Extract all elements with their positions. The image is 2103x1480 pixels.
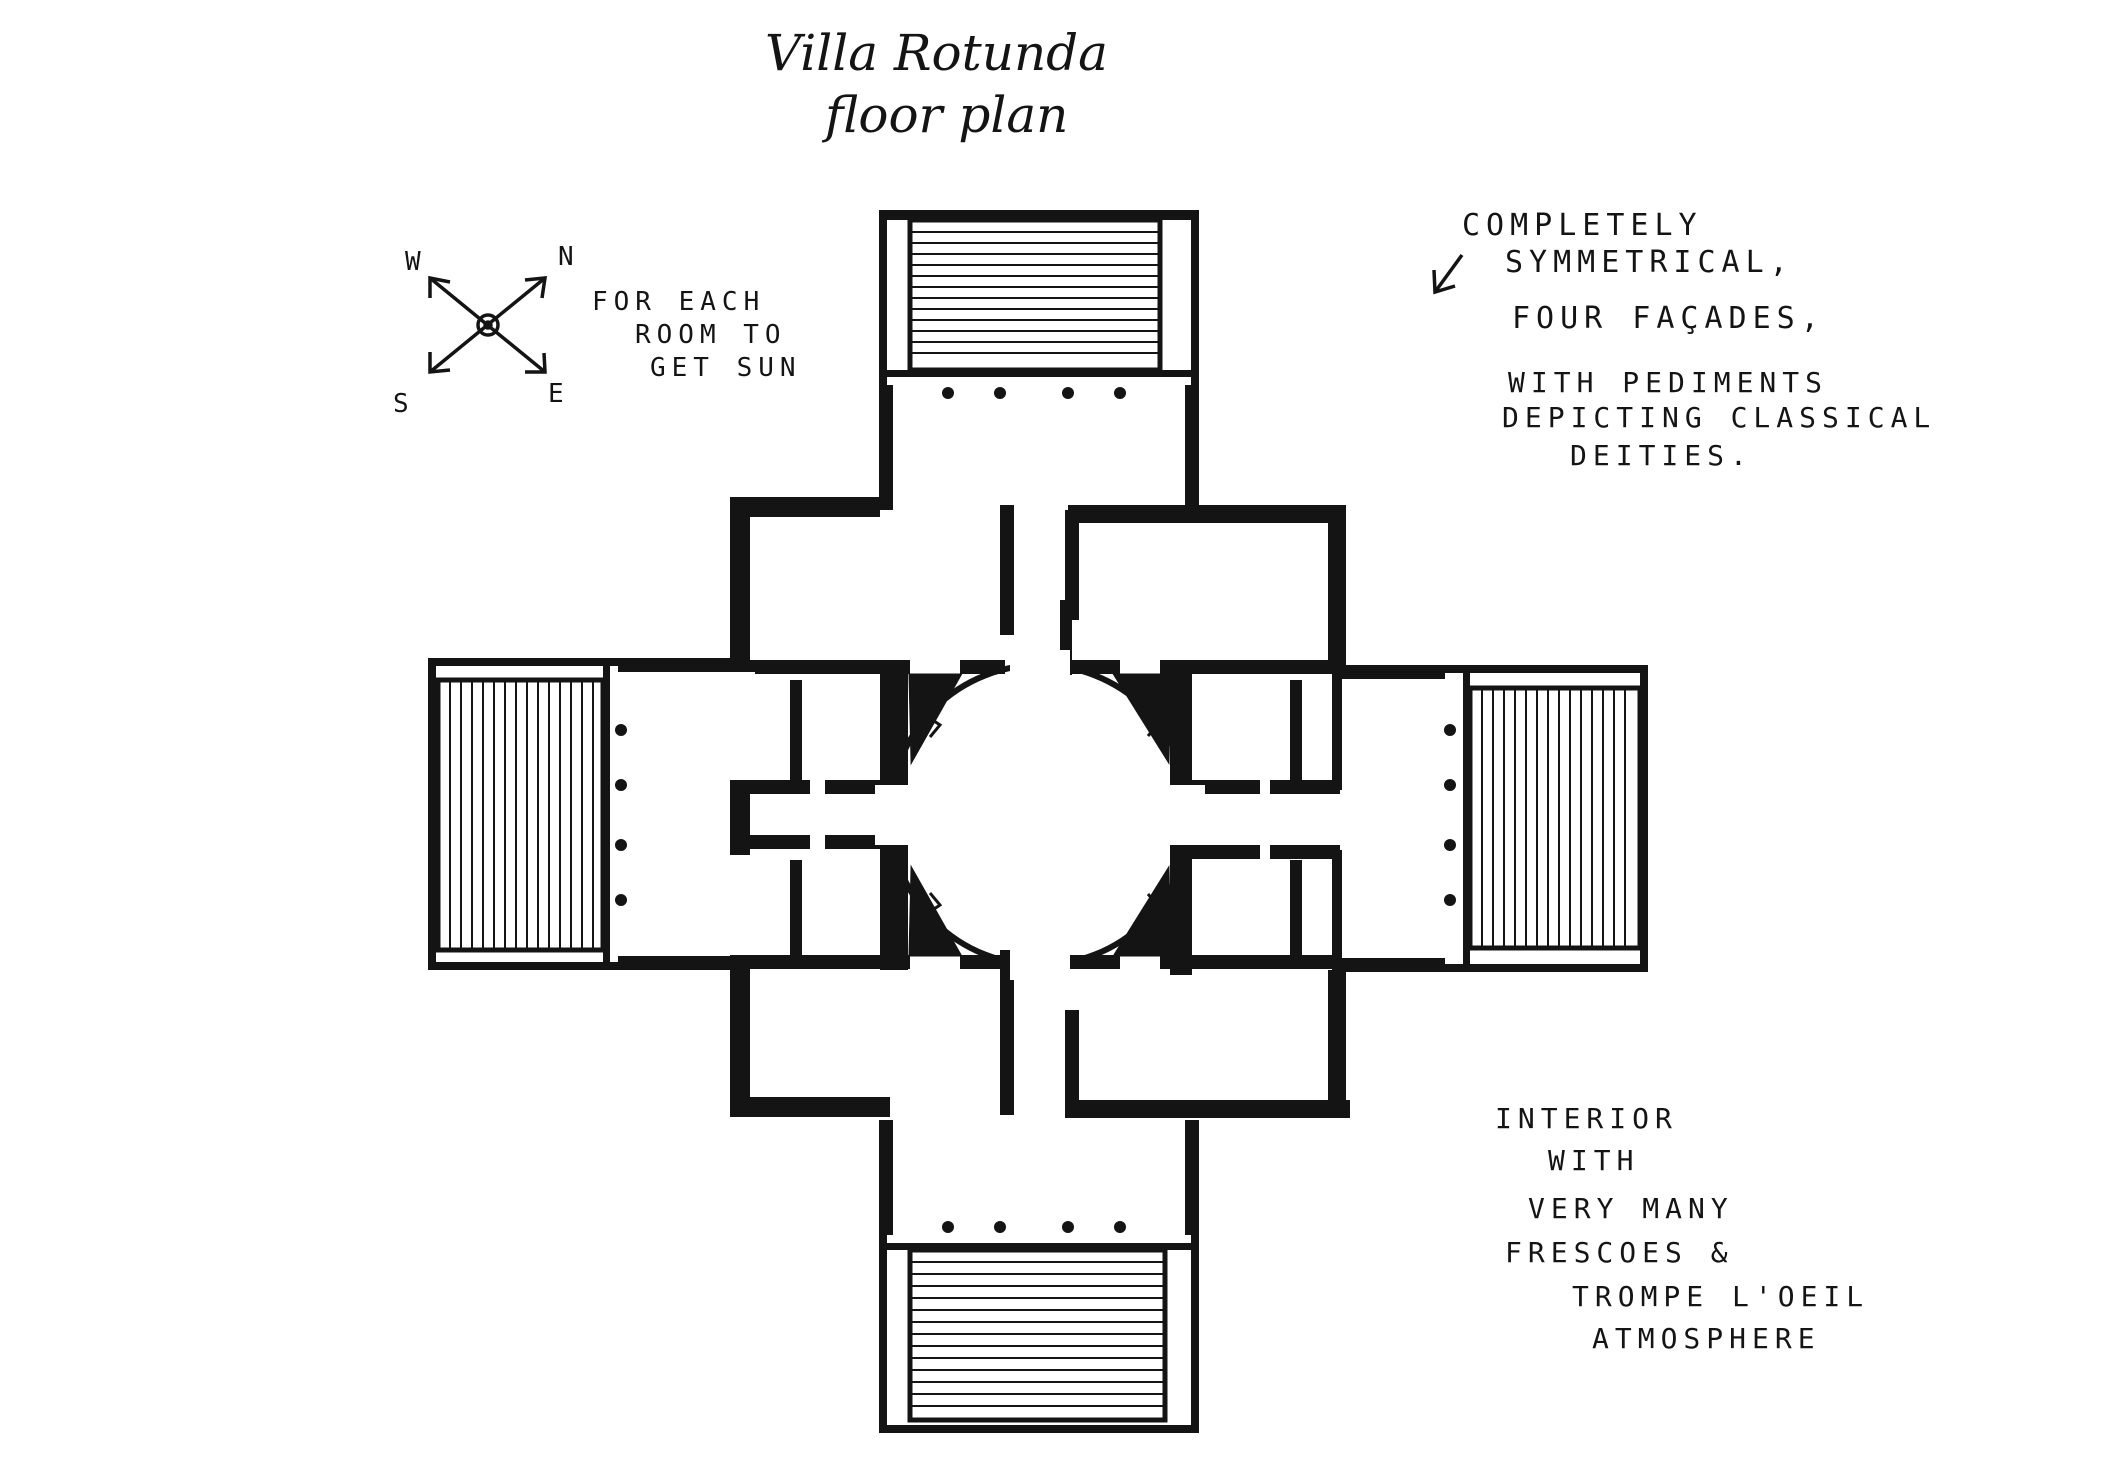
rotunda: [875, 650, 1205, 980]
portico-east: [1335, 665, 1648, 972]
columns-south: [942, 1221, 1126, 1233]
symmetry-note-line-3: FOUR FAÇADES,: [1512, 301, 1825, 336]
compass-rose: [428, 275, 548, 374]
interior-note-line-4: FRESCOES &: [1505, 1236, 1734, 1269]
stairs-north: [907, 217, 1163, 373]
compass-note-line-3: GET SUN: [650, 353, 802, 383]
symmetry-note-line-1: COMPLETELY: [1462, 208, 1703, 243]
stairs-west: [435, 677, 606, 953]
portico-south: [879, 1120, 1199, 1433]
interior-note-line-1: INTERIOR: [1495, 1102, 1678, 1135]
stair-treads-east: [1481, 690, 1626, 946]
stairs-east: [1467, 685, 1643, 951]
compass-label-e: E: [548, 379, 570, 409]
symmetry-note-line-4: WITH PEDIMENTS: [1508, 366, 1828, 399]
stair-treads-north: [912, 231, 1158, 354]
columns-east: [1444, 724, 1456, 906]
interior-note-line-3: VERY MANY: [1528, 1192, 1734, 1225]
title-line-2: floor plan: [821, 86, 1068, 144]
outer-walls: [730, 497, 1350, 1118]
interior-walls: [730, 505, 1340, 1115]
stair-treads-south: [912, 1261, 1163, 1407]
compass-label-s: S: [393, 389, 415, 419]
stair-treads-west: [449, 682, 594, 948]
compass-label-n: N: [558, 242, 580, 272]
compass-note-line-1: FOR EACH: [592, 287, 765, 317]
symmetry-note-line-6: DEITIES.: [1570, 439, 1753, 472]
symmetry-note-line-5: DEPICTING CLASSICAL: [1502, 401, 1936, 434]
interior-note-line-5: TROMPE L'OEIL: [1572, 1280, 1869, 1313]
title-line-1: Villa Rotunda: [765, 24, 1108, 82]
spiral-stairs: [908, 673, 1172, 957]
compass-label-w: W: [405, 247, 427, 277]
arrow-icon: [1432, 253, 1464, 295]
floor-plan: [428, 210, 1648, 1433]
interior-note-line-6: ATMOSPHERE: [1592, 1322, 1821, 1355]
symmetry-note-line-2: SYMMETRICAL,: [1505, 245, 1794, 280]
corridor-openings: [725, 497, 1065, 1125]
columns-north: [942, 387, 1126, 399]
compass-note-line-2: ROOM TO: [635, 320, 787, 350]
columns-west: [615, 724, 627, 906]
portico-west: [428, 658, 733, 970]
interior-note-line-2: WITH: [1548, 1144, 1639, 1177]
portico-north: [879, 210, 1199, 510]
